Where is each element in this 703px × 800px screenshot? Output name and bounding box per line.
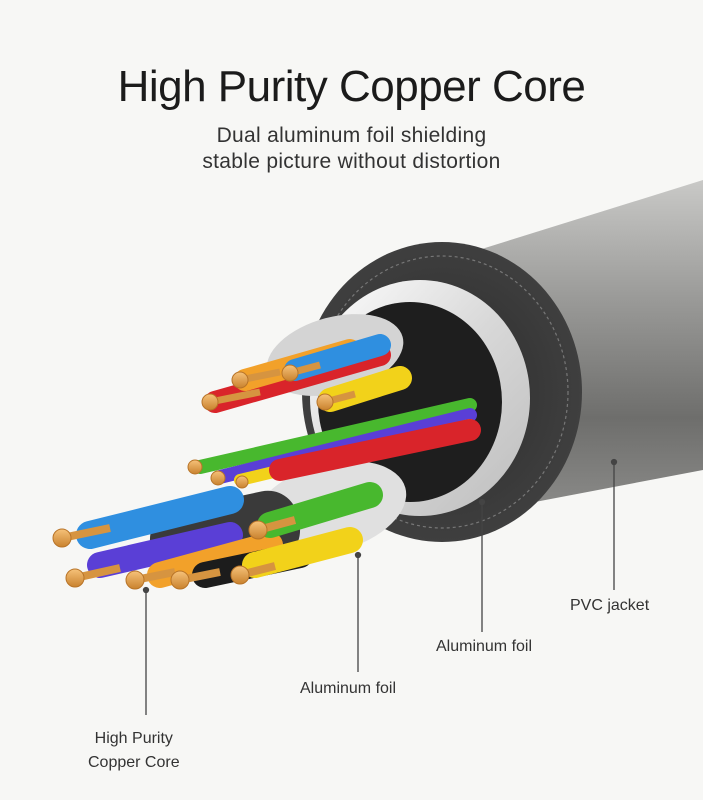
copper-conductor-tips (52, 361, 356, 590)
subtitle-line-2: stable picture without distortion (202, 150, 501, 173)
label-aluminum-foil-inner: Aluminum foil (300, 680, 397, 697)
leader-lines (142, 458, 618, 715)
label-copper-core: High Purity Copper Core (88, 727, 180, 775)
label-pvc-jacket: PVC jacket (570, 597, 650, 614)
wire-bundle-bottom (76, 482, 383, 588)
label-copper-core-line-2: Copper Core (88, 754, 180, 771)
label-copper-core-line-1: High Purity (94, 730, 173, 747)
label-aluminum-foil-outer: Aluminum foil (436, 638, 533, 655)
page-title: High Purity Copper Core (117, 62, 586, 111)
wire-bundle-middle (193, 398, 481, 486)
subtitle-line-1: Dual aluminum foil shielding (216, 124, 487, 147)
